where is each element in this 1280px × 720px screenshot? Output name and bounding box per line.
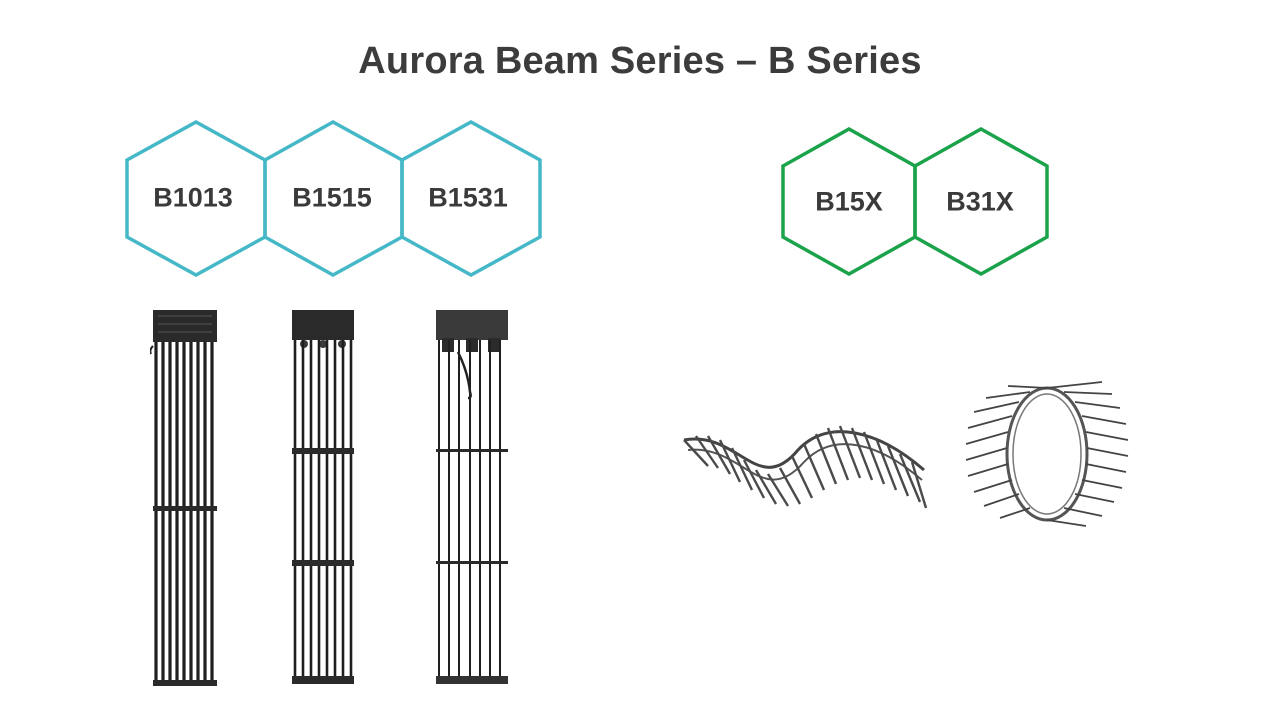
product-image-b1013 [149,308,220,688]
hex-outline-b1531 [400,120,542,277]
straight-series-hexagons [125,119,542,278]
flexible-wave-panel-icon [683,425,928,509]
product-image-b31x [962,374,1132,532]
led-strip-panel-dense-icon [149,310,217,686]
flex-series-hexagons [781,126,1049,277]
straight-series-hex-group: B1013 B1515 B1531 [120,115,550,280]
model-label-b15x[interactable]: B15X [815,186,883,217]
product-image-b1515 [288,308,358,688]
product-image-b15x [678,410,930,525]
product-image-b1531 [432,308,512,688]
model-label-b1531[interactable]: B1531 [428,182,508,213]
led-strip-panel-sparse-icon [436,310,508,684]
page-title: Aurora Beam Series – B Series [358,40,922,82]
model-label-b1013[interactable]: B1013 [153,182,233,213]
led-strip-panel-medium-icon [292,310,354,684]
flexible-cylinder-panel-icon [965,381,1129,527]
model-label-b31x[interactable]: B31X [946,186,1014,217]
model-label-b1515[interactable]: B1515 [292,182,372,213]
flex-series-hex-group: B15X B31X [776,122,1054,280]
hex-outline-b31x [913,126,1049,277]
